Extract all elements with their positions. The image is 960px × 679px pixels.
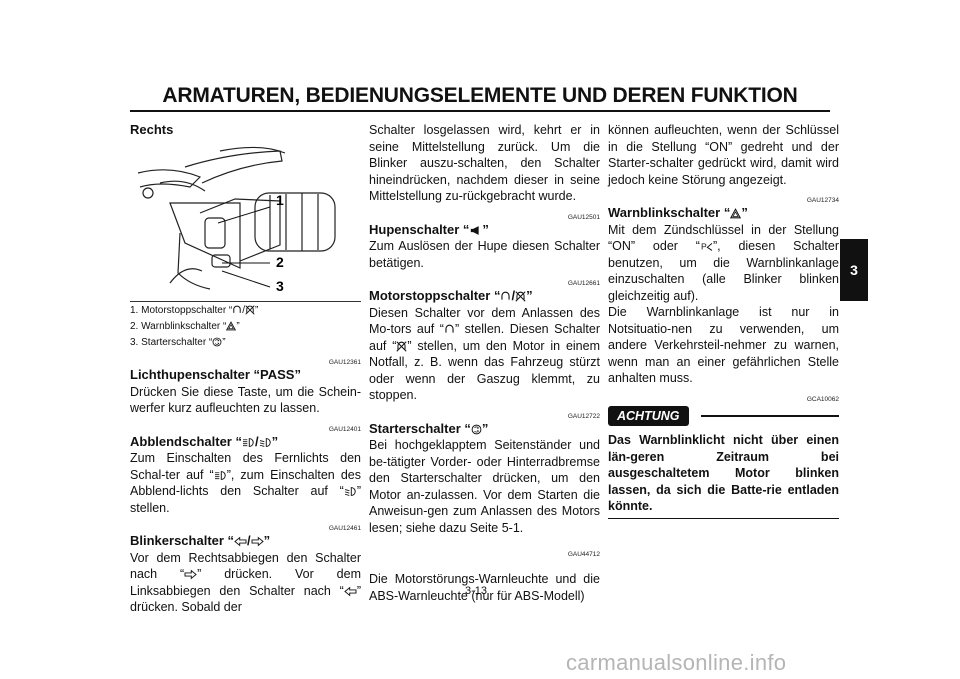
turn-left-icon	[344, 586, 357, 597]
handlebar-illustration: 1 2 3	[137, 146, 336, 294]
pass-switch-body: Drücken Sie diese Taste, um die Schein-w…	[130, 384, 361, 416]
chapter-tab[interactable]: 3	[840, 239, 868, 301]
engine-stop-switch-heading: Motorstoppschalter “/”	[369, 288, 533, 303]
section-code: GAU12722	[567, 412, 600, 420]
section-code: GAU44712	[567, 551, 600, 558]
engine-run-icon	[232, 305, 242, 315]
caption-1: 1. Motorstoppschalter “/”	[130, 305, 259, 316]
caution-bottom-rule	[608, 517, 839, 519]
warning-light-note-continued: können aufleuchten, wenn der Schlüssel i…	[608, 123, 839, 187]
dimmer-switch-heading: Abblendschalter “/”	[130, 433, 279, 449]
hazard-switch-body-2: Die Warnblinkanlage ist nur in Notsituat…	[608, 305, 839, 385]
page-header-title: ARMATUREN, BEDIENUNGSELEMENTE UND DEREN …	[162, 84, 798, 107]
starter-icon	[471, 424, 482, 435]
section-code: GCA10062	[806, 395, 839, 403]
section-code: GAU12361	[328, 359, 361, 366]
section-code: GAU12401	[328, 425, 361, 433]
page-number: 3-13	[465, 585, 488, 597]
caption-rule	[130, 301, 361, 302]
engine-stop-icon	[396, 341, 407, 352]
hazard-switch-heading: Warnblinkschalter “”	[608, 205, 748, 220]
hazard-switch-body: Mit dem Zündschlüssel in der Stellung “O…	[608, 222, 839, 303]
high-beam-icon	[214, 470, 227, 481]
parking-key-icon	[700, 241, 713, 252]
caution-body: Das Warnblinklicht nicht über einen län-…	[608, 433, 839, 513]
section-code: GAU12461	[328, 525, 361, 532]
section-code: GAU12661	[567, 280, 600, 287]
column-1: Rechts 1 2 3 1. Motorstoppschalter “/” 2	[130, 122, 361, 616]
right-handlebar-heading: Rechts	[130, 122, 174, 137]
horn-icon	[469, 225, 482, 236]
dimmer-switch-body: Zum Einschalten des Fernlichts den Schal…	[130, 451, 361, 515]
hazard-triangle-icon	[226, 321, 236, 331]
column-2: Schalter losgelassen wird, kehrt er in s…	[369, 122, 600, 604]
callout-1: 1	[276, 192, 284, 208]
pass-switch-heading: Lichthupenschalter “PASS”	[130, 367, 301, 382]
caution-rule	[700, 415, 839, 417]
turn-right-icon	[251, 536, 264, 547]
caution-header: ACHTUNG	[608, 405, 839, 426]
caption-3: 3. Starterschalter “”	[130, 337, 226, 348]
engine-run-icon	[444, 324, 455, 335]
section-code: GAU12734	[806, 197, 839, 204]
engine-stop-icon	[515, 291, 526, 302]
watermark[interactable]: carmanualsonline.info	[566, 650, 787, 675]
horn-switch-body: Zum Auslösen der Hupe diesen Schalter be…	[369, 239, 600, 270]
warning-light-note: Die Motorstörungs-Warnleuchte und die AB…	[369, 572, 600, 603]
turn-right-icon	[184, 569, 197, 580]
turn-signal-heading: Blinkerschalter “/”	[130, 533, 271, 548]
turn-signal-body-continued: Schalter losgelassen wird, kehrt er in s…	[369, 123, 600, 203]
caution-badge: ACHTUNG	[608, 405, 689, 426]
starter-switch-heading: Starterschalter “”	[369, 420, 489, 436]
starter-switch-body: Bei hochgeklapptem Seitenständer und be-…	[369, 438, 600, 535]
caption-2: 2. Warnblinkschalter “”	[130, 321, 240, 332]
callout-2: 2	[276, 254, 284, 270]
section-code: GAU12501	[567, 213, 600, 221]
callout-3: 3	[276, 278, 284, 293]
low-beam-icon	[344, 486, 357, 497]
engine-stop-switch-body: Diesen Schalter vor dem Anlassen des Mo-…	[369, 305, 601, 403]
turn-left-icon	[234, 536, 247, 547]
engine-stop-icon	[245, 305, 255, 315]
header-rule	[130, 110, 830, 112]
hazard-triangle-icon	[730, 208, 741, 219]
starter-icon	[212, 337, 222, 347]
column-3: können aufleuchten, wenn der Schlüssel i…	[608, 122, 839, 519]
turn-signal-body: Vor dem Rechtsabbiegen den Schalter nach…	[130, 550, 361, 615]
low-beam-icon	[259, 437, 272, 448]
engine-run-icon	[500, 291, 511, 302]
horn-switch-heading: Hupenschalter “”	[369, 221, 489, 237]
high-beam-icon	[242, 437, 255, 448]
